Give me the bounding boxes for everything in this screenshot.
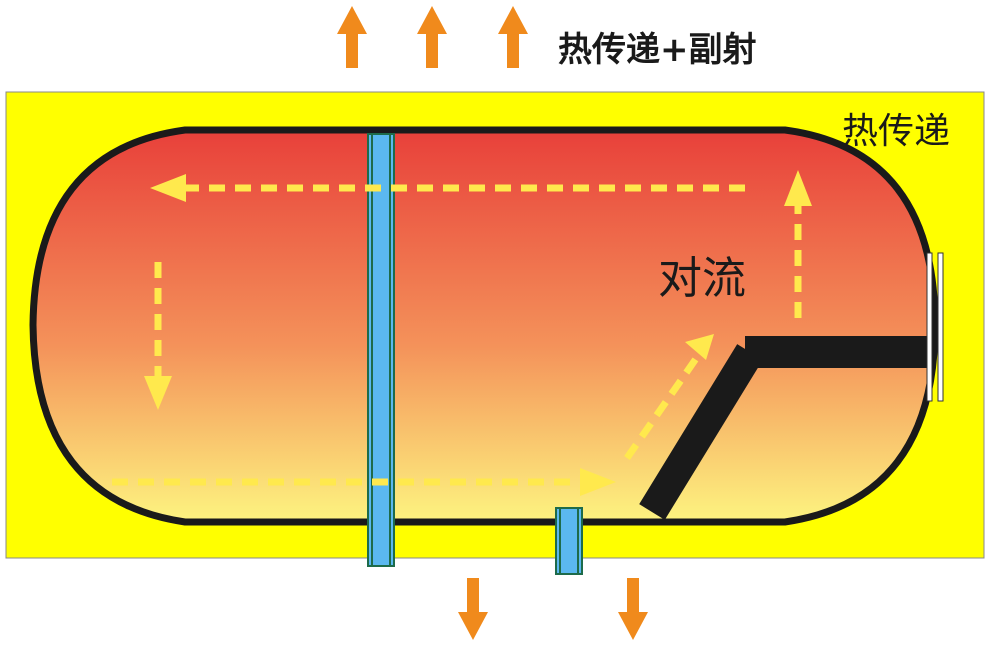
convection-arrowheads xyxy=(144,170,812,496)
arrow-down-icon xyxy=(458,578,488,640)
flange-plate-1 xyxy=(926,252,933,402)
convection-arrow-diagonal xyxy=(624,348,705,460)
heat-arrows-down xyxy=(458,578,648,640)
arrow-up-icon xyxy=(337,6,367,68)
heating-element-bend xyxy=(639,344,763,520)
dashed-arrow-icon-right xyxy=(580,468,616,496)
convection-arrows xyxy=(112,184,802,486)
dashed-arrow-icon-left xyxy=(150,174,186,202)
heat-transfer-label: 热传递 xyxy=(842,111,951,152)
heat-transfer-radiation-label: 热传递+副射 xyxy=(558,30,757,70)
flange-plate-2 xyxy=(937,252,944,402)
convection-label: 对流 xyxy=(658,253,746,304)
arrow-up-icon xyxy=(498,6,528,68)
dashed-arrow-icon-diag xyxy=(685,334,714,360)
dashed-arrow-icon-down xyxy=(144,376,172,410)
arrow-up-icon xyxy=(417,6,447,68)
dashed-arrow-icon-up xyxy=(784,170,812,206)
arrow-down-icon xyxy=(618,578,648,640)
heat-arrows-up xyxy=(337,6,528,68)
